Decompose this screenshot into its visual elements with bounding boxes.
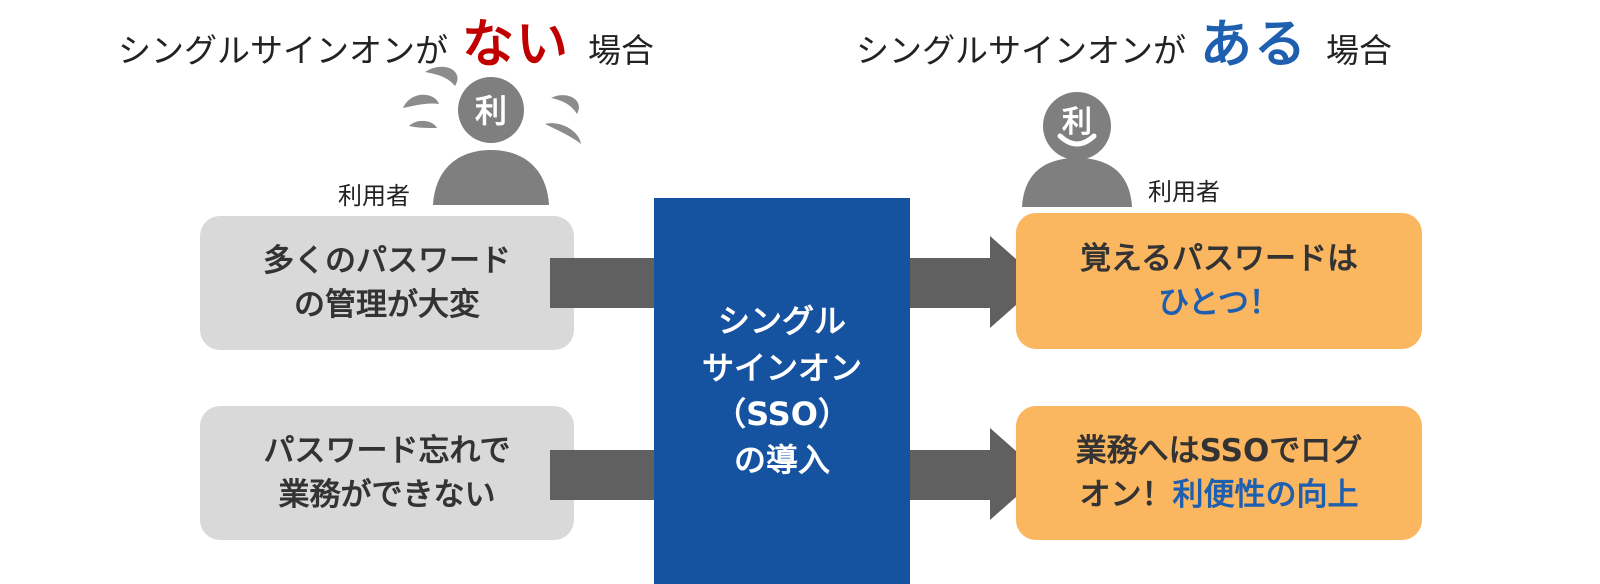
sso-line3: （SSO） [714, 395, 850, 433]
benefit-2-highlight: 利便性の向上 [1172, 477, 1359, 513]
user-left-badge: 利 [475, 92, 507, 130]
user-left-label: 利用者 [338, 182, 410, 210]
user-right-badge: 利 [1062, 105, 1092, 140]
heading-right-suffix: 場合 [1326, 31, 1393, 70]
benefit-2-line1: 業務へはSSOでログ [1075, 432, 1363, 469]
connector-bar-top-left [550, 258, 656, 308]
sso-line1: シングル [717, 302, 846, 341]
sweat-drop-icon [403, 94, 439, 108]
benefit-1-line1: 覚えるパスワードは [1079, 240, 1359, 277]
sso-line2: サインオン [701, 348, 862, 387]
benefit-box-sso-login: 業務へはSSOでログ オン！利便性の向上 [1016, 406, 1422, 540]
connector-bar-bottom-left [550, 450, 656, 500]
arrow-shaft-bottom [910, 450, 992, 500]
sso-introduction-box: シングル サインオン （SSO） の導入 [654, 198, 910, 584]
problem-2-line1: パスワード忘れで [263, 432, 511, 469]
problem-1-line1: 多くのパスワード [263, 242, 511, 279]
heading-left-prefix: シングルサインオンが [118, 31, 448, 70]
heading-left-emphasis: ない [462, 15, 571, 75]
heading-without-sso: シングルサインオンが ない 場合 [118, 2, 654, 77]
sweat-drop-icon [409, 120, 437, 128]
benefit-2-line2: オン！利便性の向上 [1080, 473, 1359, 517]
benefit-1-highlight: ひとつ！ [1158, 285, 1280, 321]
problem-box-forgotten-password: パスワード忘れで 業務ができない [200, 406, 574, 540]
user-right-label: 利用者 [1148, 178, 1220, 206]
sweat-drop-icon [551, 95, 579, 114]
sweat-drop-icon [545, 123, 581, 144]
arrow-shaft-top [910, 258, 992, 308]
benefit-2-prefix: オン！ [1079, 477, 1173, 513]
heading-right-prefix: シングルサインオンが [856, 31, 1186, 70]
benefit-box-single-password: 覚えるパスワードは ひとつ！ [1016, 213, 1422, 349]
sso-line4: の導入 [733, 441, 830, 480]
heading-with-sso: シングルサインオンが ある 場合 [856, 2, 1392, 77]
stressed-user-icon: 利 [403, 66, 581, 205]
smile-icon [1057, 133, 1097, 147]
heading-left-suffix: 場合 [588, 31, 655, 70]
sweat-drop-icon [425, 66, 458, 86]
problem-box-password-management: 多くのパスワード の管理が大変 [200, 216, 574, 350]
problem-2-line2: 業務ができない [278, 477, 496, 513]
happy-user-icon: 利 [1022, 92, 1132, 207]
heading-right-emphasis: ある [1200, 15, 1309, 75]
problem-1-line2: の管理が大変 [294, 287, 480, 323]
